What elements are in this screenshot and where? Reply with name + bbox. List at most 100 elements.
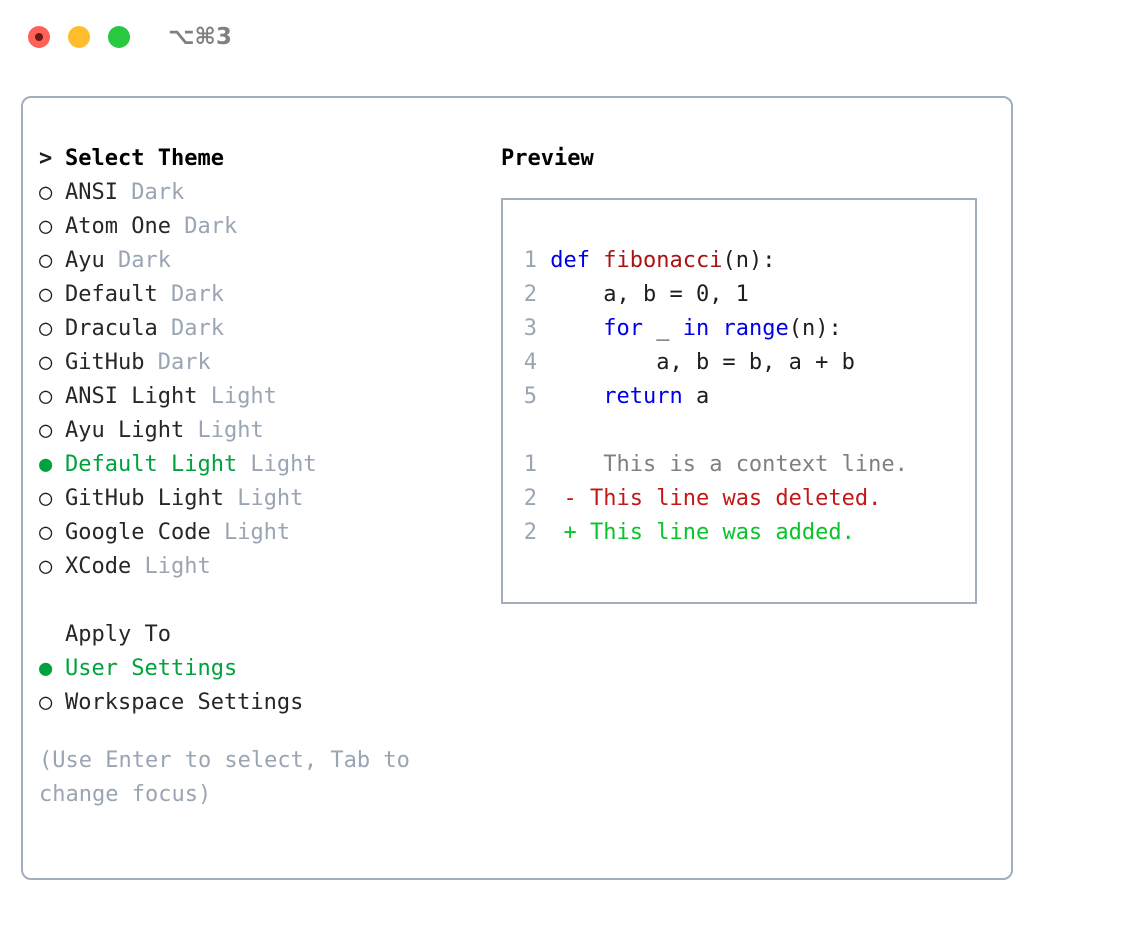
preview-title: Preview <box>501 146 594 171</box>
code-token: a, b = b, a + b <box>550 350 855 375</box>
radio-unselected-icon: ○ <box>39 316 53 341</box>
theme-list-item[interactable]: ○ Google Code Light <box>39 516 479 550</box>
radio-unselected-icon: ○ <box>39 486 53 511</box>
code-token: def <box>550 248 604 273</box>
diff-sign: - <box>537 486 577 511</box>
code-token: in range <box>682 316 789 341</box>
theme-variant-label: Light <box>223 486 304 511</box>
theme-list-item[interactable]: ○Ayu Light Light <box>39 414 479 448</box>
theme-list-item[interactable]: ○ Dracula Dark <box>39 312 479 346</box>
select-theme-header-label: Select Theme <box>65 146 224 171</box>
apply-to-list: ● User Settings ○ Workspace Settings <box>39 652 479 720</box>
diff-text: This line was added. <box>576 520 855 545</box>
close-button[interactable] <box>28 26 50 48</box>
code-diff-gap <box>515 414 908 448</box>
code-token: (n): <box>788 316 842 341</box>
theme-variant-label: Dark <box>104 248 171 273</box>
theme-list-item[interactable]: ○ANSI Light Light <box>39 380 479 414</box>
theme-list: ○ ANSI Dark ○ Atom One Dark ○ Ayu Dark ○ Defaul… <box>39 176 479 584</box>
prompt-caret-icon: > <box>39 146 53 171</box>
theme-picker-panel: >Select Theme ○ANSI Dark○Atom One Dark○A… <box>21 96 1013 880</box>
line-number: 3 <box>523 316 537 341</box>
diff-line: 2 + This line was added. <box>515 516 908 550</box>
radio-selected-icon: ● <box>39 656 53 681</box>
radio-unselected-icon: ○ <box>39 384 53 409</box>
theme-variant-label: Dark <box>157 316 224 341</box>
theme-variant-label: Light <box>131 554 211 579</box>
radio-selected-icon: ● <box>39 452 53 477</box>
diff-sign <box>537 452 577 477</box>
theme-variant-label: Light <box>237 452 317 477</box>
theme-name-label: Ayu Light <box>65 418 185 443</box>
theme-list-item[interactable]: ○ Default Dark <box>39 278 479 312</box>
diff-line: 1 This is a context line. <box>515 448 908 482</box>
select-theme-header: > Select Theme <box>39 142 479 176</box>
diff-text: This line was deleted. <box>576 486 882 511</box>
theme-list-item[interactable]: ●Default Light Light <box>39 448 479 482</box>
apply-to-item[interactable]: ○ Workspace Settings <box>39 686 479 720</box>
radio-unselected-icon: ○ <box>39 214 53 239</box>
code-token <box>550 316 603 341</box>
code-line: 5 return a <box>515 380 908 414</box>
code-line: 1 def fibonacci(n): <box>515 244 908 278</box>
theme-variant-label: Dark <box>170 214 238 239</box>
apply-to-item[interactable]: ● User Settings <box>39 652 479 686</box>
apply-to-label: User Settings <box>65 656 238 681</box>
code-token <box>550 384 603 409</box>
code-token: (n): <box>722 248 776 273</box>
theme-variant-label: Dark <box>117 180 185 205</box>
code-token: return <box>603 384 683 409</box>
line-number: 2 <box>523 282 537 307</box>
code-token: _ <box>642 316 683 341</box>
theme-name-label: Default <box>65 282 158 307</box>
theme-list-item[interactable]: ○ Ayu Dark <box>39 244 479 278</box>
radio-unselected-icon: ○ <box>39 520 53 545</box>
keyboard-hint-text: (Use Enter to select, Tab to change focu… <box>39 748 410 807</box>
theme-list-item[interactable]: ○GitHub Light Light <box>39 482 479 516</box>
diff-text: This is a context line. <box>576 452 908 477</box>
diff-line: 2 - This line was deleted. <box>515 482 908 516</box>
code-token: a <box>682 384 710 409</box>
apply-to-label: Workspace Settings <box>65 690 304 715</box>
radio-unselected-icon: ○ <box>39 180 53 205</box>
line-number: 1 <box>523 452 537 477</box>
theme-list-item[interactable]: ○ ANSI Dark <box>39 176 479 210</box>
preview-column: Preview 1 def fibonacci(n):2 a, b = 0, 1… <box>501 142 1001 604</box>
radio-unselected-icon: ○ <box>39 350 53 375</box>
line-number: 1 <box>523 248 537 273</box>
theme-selection-column: >Select Theme ○ANSI Dark○Atom One Dark○A… <box>39 142 479 812</box>
theme-name-label: Ayu <box>65 248 105 273</box>
window-title: ⌥⌘3 <box>168 24 232 50</box>
line-number: 2 <box>523 486 537 511</box>
maximize-button[interactable] <box>108 26 130 48</box>
radio-unselected-icon: ○ <box>39 690 53 715</box>
radio-unselected-icon: ○ <box>39 282 53 307</box>
code-token: for <box>603 316 643 341</box>
code-line: 3 for _ in range(n): <box>515 312 908 346</box>
theme-list-item[interactable]: ○ Atom One Dark <box>39 210 479 244</box>
list-spacer <box>39 584 479 618</box>
code-token: fibonacci <box>603 248 723 273</box>
theme-name-label: ANSI <box>65 180 118 205</box>
theme-variant-label: Light <box>210 520 291 545</box>
apply-to-header: Apply To <box>65 622 171 647</box>
theme-name-label: Dracula <box>65 316 158 341</box>
theme-variant-label: Dark <box>157 282 224 307</box>
theme-name-label: Google Code <box>65 520 211 545</box>
theme-list-item[interactable]: ○GitHub Dark <box>39 346 479 380</box>
line-number: 5 <box>523 384 537 409</box>
code-line: 2 a, b = 0, 1 <box>515 278 908 312</box>
diff-sign: + <box>537 520 577 545</box>
code-token: a, b = 0, 1 <box>550 282 749 307</box>
theme-list-item[interactable]: ○XCode Light <box>39 550 479 584</box>
line-number: 2 <box>523 520 537 545</box>
title-bar: ⌥⌘3 <box>0 0 1140 76</box>
radio-unselected-icon: ○ <box>39 248 53 273</box>
radio-unselected-icon: ○ <box>39 418 53 443</box>
minimize-button[interactable] <box>68 26 90 48</box>
theme-name-label: Atom One <box>65 214 171 239</box>
theme-variant-label: Dark <box>144 350 211 375</box>
